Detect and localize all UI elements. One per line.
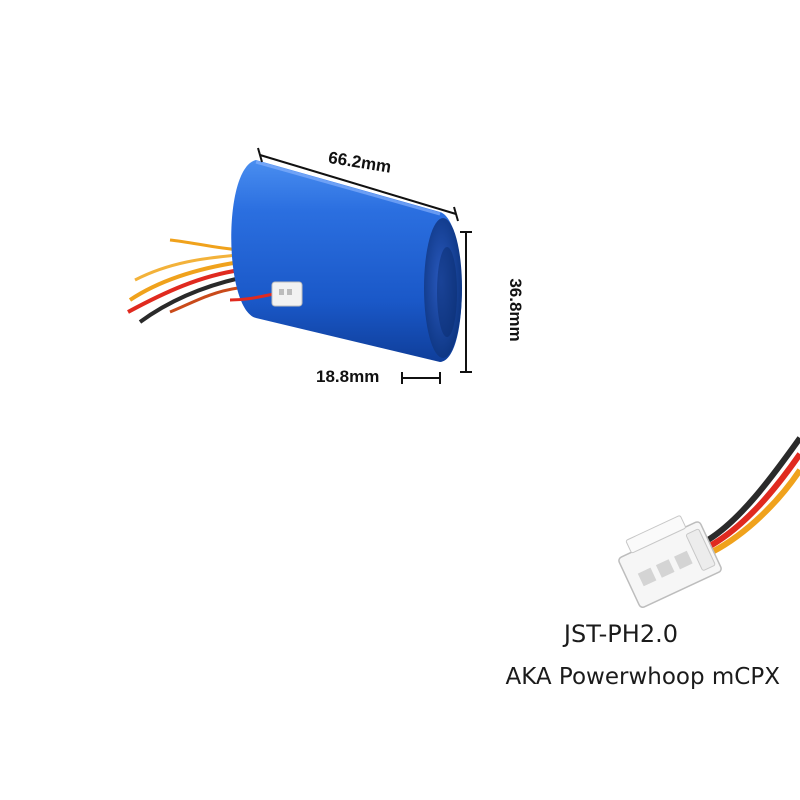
dimension-width-label: 18.8mm — [316, 367, 380, 386]
battery-connector — [229, 281, 303, 307]
battery-wires — [127, 238, 241, 324]
jst-wires — [706, 436, 800, 555]
connector-type-caption: JST-PH2.0 — [563, 620, 678, 648]
dimension-lines — [257, 147, 472, 384]
jst-connector — [618, 515, 722, 608]
battery-pack — [231, 160, 462, 362]
connector-aka-caption: AKA Powerwhoop mCPX — [505, 664, 780, 690]
dimension-height-label: 36.8mm — [506, 278, 525, 342]
